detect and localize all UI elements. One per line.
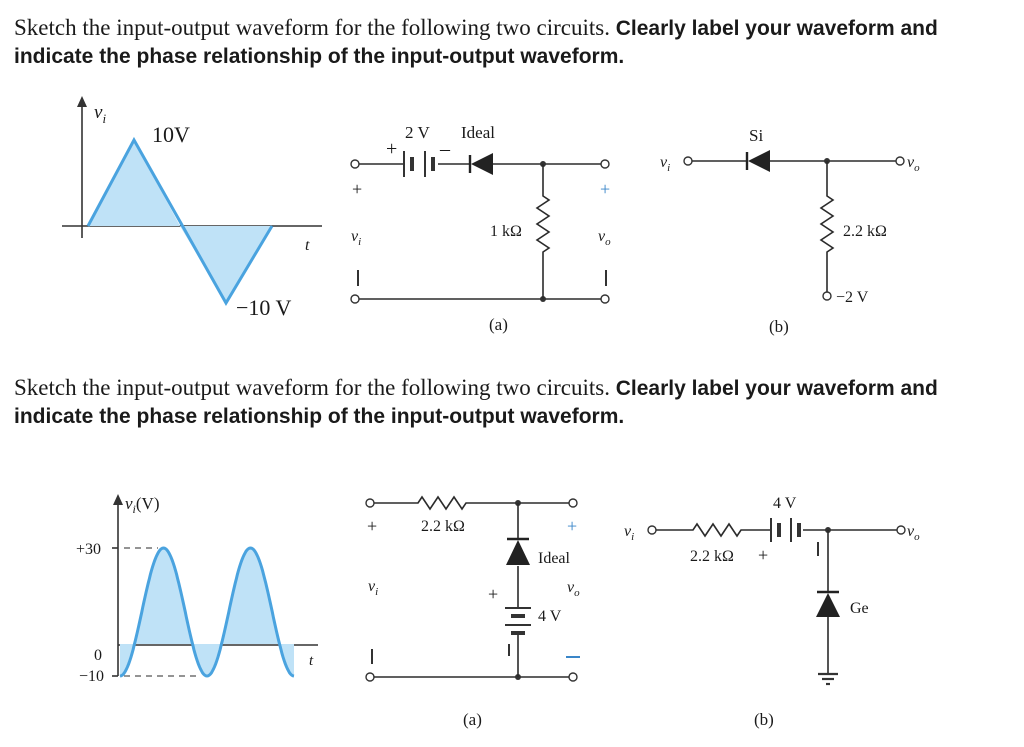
diode-label: Ideal bbox=[538, 550, 571, 567]
input-label: vi bbox=[624, 523, 634, 543]
diode-label: Si bbox=[749, 126, 763, 145]
tick-label-top: +30 bbox=[76, 541, 101, 558]
resistor-label: 2.2 kΩ bbox=[421, 518, 465, 535]
diode-icon bbox=[748, 150, 770, 172]
battery-plus: + bbox=[488, 584, 498, 604]
ground-icon bbox=[818, 672, 838, 686]
circuit-caption: (a) bbox=[463, 710, 482, 729]
circuit-caption: (b) bbox=[754, 710, 774, 729]
output-terminal bbox=[895, 156, 905, 166]
battery-label: 2 V bbox=[405, 123, 430, 142]
y-axis-arrow bbox=[77, 96, 87, 107]
circuit-2a: 2.2 kΩ Ideal + 4 V + vi + vo (a) bbox=[365, 495, 580, 729]
input-terminal bbox=[683, 156, 693, 166]
output-label: vo bbox=[907, 154, 920, 174]
output-label: vo bbox=[567, 579, 580, 599]
prompt-instruction: Clearly label your waveform and indicate… bbox=[14, 377, 938, 428]
circuit-caption: (b) bbox=[769, 317, 789, 336]
circuit-1a: + – 2 V Ideal 1 kΩ + vi + vo (a) bbox=[350, 123, 611, 334]
diode-label: Ideal bbox=[461, 123, 495, 142]
input-terminal bbox=[647, 525, 657, 535]
output-label: vo bbox=[598, 228, 611, 248]
output-plus: + bbox=[600, 179, 610, 199]
resistor-icon bbox=[374, 495, 569, 511]
input-label: vi bbox=[660, 154, 670, 174]
diode-icon bbox=[471, 153, 493, 175]
circuit-2b: vi 2.2 kΩ 4 V + vo Ge (b) bbox=[624, 495, 920, 729]
input-label: vi bbox=[368, 578, 378, 598]
x-axis-label: t bbox=[305, 237, 310, 254]
output-label: vo bbox=[907, 523, 920, 543]
resistor-label: 2.2 kΩ bbox=[690, 548, 734, 565]
tick-label-zero: 0 bbox=[94, 647, 102, 664]
negative-half-fill bbox=[180, 226, 272, 303]
battery-plus: + bbox=[386, 138, 397, 160]
y-axis-label: vi(V) bbox=[125, 494, 160, 516]
diode-icon bbox=[816, 593, 840, 617]
series-path bbox=[656, 522, 897, 538]
output-terminal-bottom bbox=[600, 294, 610, 304]
input-terminal-bottom bbox=[350, 294, 360, 304]
tick-label-bottom: −10 bbox=[79, 668, 104, 685]
resistor-icon bbox=[535, 164, 551, 299]
resistor-label: 2.2 kΩ bbox=[843, 223, 887, 240]
triangle-wave bbox=[86, 136, 274, 306]
input-terminal-top bbox=[365, 498, 375, 508]
output-terminal-top bbox=[600, 159, 610, 169]
output-terminal-bottom bbox=[568, 672, 578, 682]
output-terminal-top bbox=[568, 498, 578, 508]
peak-negative-label: −10 V bbox=[236, 295, 292, 320]
diode-label: Ge bbox=[850, 600, 869, 617]
sine-fill bbox=[120, 548, 294, 676]
positive-half-fill bbox=[88, 140, 180, 226]
input-plus: + bbox=[352, 179, 362, 199]
battery-label: 4 V bbox=[773, 495, 797, 512]
diode-icon bbox=[506, 540, 530, 565]
output-plus: + bbox=[567, 516, 577, 536]
prompt-lead: Sketch the input-output waveform for the… bbox=[14, 15, 610, 40]
sine-wave bbox=[119, 546, 295, 678]
input-terminal-top bbox=[350, 159, 360, 169]
supply-terminal bbox=[822, 291, 832, 301]
triangle-waveform-plot: vi 10V −10 V t bbox=[62, 96, 322, 320]
sine-waveform-plot: vi(V) +30 0 −10 t bbox=[76, 494, 318, 685]
input-terminal-bottom bbox=[365, 672, 375, 682]
prompt-lead: Sketch the input-output waveform for the… bbox=[14, 375, 610, 400]
battery-label: 4 V bbox=[538, 608, 562, 625]
question-prompt-2: Sketch the input-output waveform for the… bbox=[14, 374, 1014, 430]
battery-plus: + bbox=[758, 545, 768, 565]
supply-label: −2 V bbox=[836, 289, 869, 306]
input-label: vi bbox=[351, 228, 361, 248]
input-plus: + bbox=[367, 516, 377, 536]
resistor-icon bbox=[819, 161, 835, 292]
peak-positive-label: 10V bbox=[152, 122, 190, 147]
y-axis-arrow bbox=[113, 494, 123, 505]
output-terminal bbox=[896, 525, 906, 535]
circuit-1b: vi Si vo 2.2 kΩ −2 V (b) bbox=[660, 126, 920, 336]
circuit-caption: (a) bbox=[489, 315, 508, 334]
x-axis-label: t bbox=[309, 653, 314, 669]
resistor-label: 1 kΩ bbox=[490, 223, 522, 240]
question-prompt-1: Sketch the input-output waveform for the… bbox=[14, 14, 1014, 70]
battery-minus: – bbox=[439, 138, 451, 160]
y-axis-label: vi bbox=[94, 102, 106, 126]
prompt-instruction: Clearly label your waveform and indicate… bbox=[14, 17, 938, 68]
